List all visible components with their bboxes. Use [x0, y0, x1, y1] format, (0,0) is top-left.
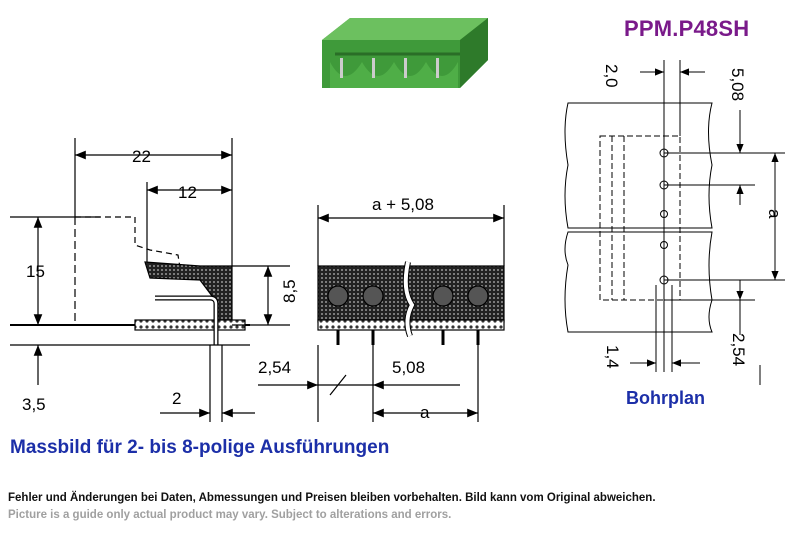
- drill-plan-caption: Bohrplan: [626, 388, 705, 408]
- dim-a-front: a: [420, 403, 430, 422]
- side-view: [10, 138, 290, 422]
- drill-plan: [564, 60, 785, 385]
- dim-drill-hole: 1,4: [603, 345, 622, 369]
- dim-drill-top-offset: 2,0: [602, 64, 621, 88]
- dim-height-15: 15: [26, 262, 45, 281]
- dim-housing-85: 8,5: [280, 279, 299, 303]
- dim-pin-thickness-2: 2: [172, 389, 181, 408]
- dim-total-width: a + 5,08: [372, 195, 434, 214]
- disclaimer-english: Picture is a guide only actual product m…: [8, 509, 452, 521]
- dim-drill-pitch: 5,08: [728, 68, 747, 101]
- dim-edge-254: 2,54: [258, 358, 291, 377]
- dimension-drawing-caption: Massbild für 2- bis 8-polige Ausführunge…: [10, 437, 390, 458]
- part-number-title: PPM.P48SH: [624, 16, 750, 41]
- dim-depth-12: 12: [178, 183, 197, 202]
- connector-product-photo: [322, 18, 488, 88]
- dim-width-22: 22: [132, 147, 151, 166]
- front-view: [258, 205, 505, 422]
- dim-drill-a: a: [765, 209, 784, 219]
- disclaimer-german: Fehler und Änderungen bei Daten, Abmessu…: [8, 492, 656, 504]
- dim-pin-below-35: 3,5: [22, 395, 46, 414]
- dim-pitch-508: 5,08: [392, 358, 425, 377]
- dim-drill-edge: 2,54: [729, 333, 748, 366]
